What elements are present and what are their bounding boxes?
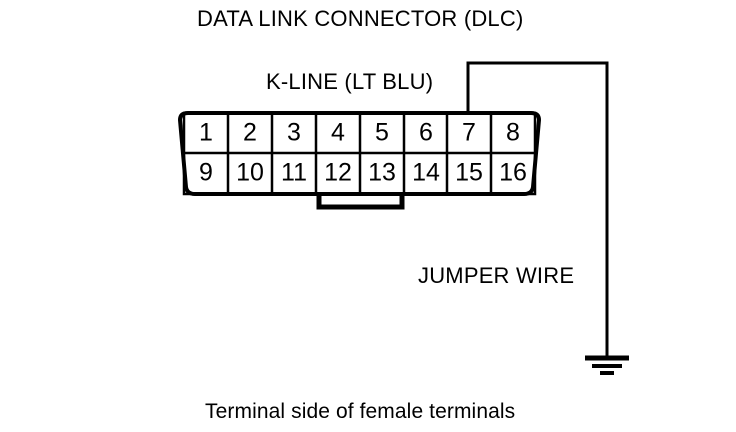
pin-number-7: 7 [462, 119, 476, 147]
pin-number-9: 9 [199, 159, 213, 187]
pin-grid [182, 111, 537, 196]
diagram-title: DATA LINK CONNECTOR (DLC) [197, 6, 524, 31]
k-line-wire [466, 61, 609, 358]
jumper-wire-label: JUMPER WIRE [418, 263, 575, 288]
jumper-bracket [316, 192, 405, 210]
pin-number-1: 1 [199, 119, 213, 147]
ground-symbol [585, 355, 629, 375]
k-line-label: K-LINE (LT BLU) [266, 69, 434, 94]
pin-number-3: 3 [287, 119, 301, 147]
pin-number-2: 2 [243, 119, 257, 147]
pin-number-8: 8 [506, 119, 520, 147]
pin-number-14: 14 [412, 159, 440, 187]
pin-number-6: 6 [419, 119, 433, 147]
pin-number-5: 5 [375, 119, 389, 147]
pin-number-11: 11 [281, 159, 307, 187]
diagram-caption: Terminal side of female terminals [205, 400, 516, 423]
pin-number-4: 4 [331, 119, 345, 147]
pin-number-15: 15 [455, 159, 483, 187]
pin-number-16: 16 [499, 159, 527, 187]
pin-number-10: 10 [236, 159, 264, 187]
pin-number-12: 12 [324, 159, 352, 187]
pin-number-13: 13 [368, 159, 396, 187]
